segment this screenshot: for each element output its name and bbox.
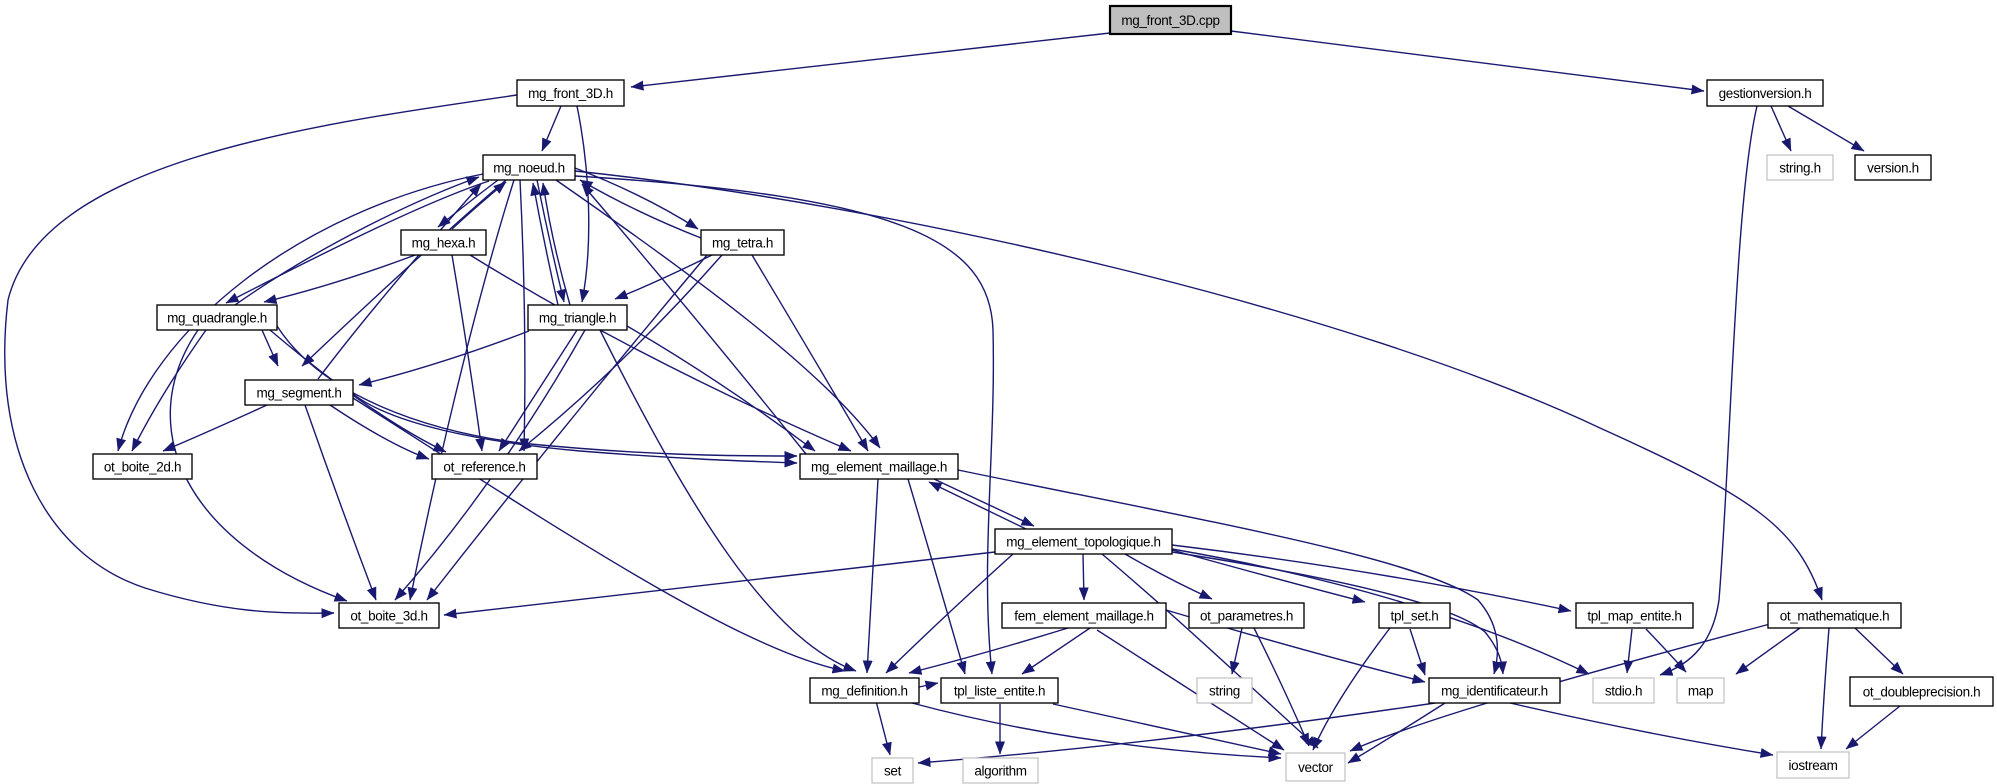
svg-text:mg_front_3D.h: mg_front_3D.h bbox=[528, 86, 613, 101]
svg-text:fem_element_maillage.h: fem_element_maillage.h bbox=[1014, 609, 1153, 624]
svg-text:mg_quadrangle.h: mg_quadrangle.h bbox=[167, 311, 267, 326]
svg-text:string: string bbox=[1209, 684, 1240, 699]
svg-text:mg_segment.h: mg_segment.h bbox=[256, 386, 341, 401]
svg-text:string.h: string.h bbox=[1779, 161, 1820, 176]
svg-text:ot_doubleprecision.h: ot_doubleprecision.h bbox=[1863, 685, 1981, 700]
svg-text:mg_noeud.h: mg_noeud.h bbox=[493, 161, 565, 176]
svg-text:gestionversion.h: gestionversion.h bbox=[1719, 86, 1812, 101]
svg-text:mg_hexa.h: mg_hexa.h bbox=[412, 236, 476, 251]
svg-text:ot_parametres.h: ot_parametres.h bbox=[1200, 609, 1293, 624]
svg-text:tpl_map_entite.h: tpl_map_entite.h bbox=[1587, 609, 1681, 624]
svg-text:tpl_liste_entite.h: tpl_liste_entite.h bbox=[954, 684, 1045, 699]
svg-text:mg_definition.h: mg_definition.h bbox=[821, 684, 907, 699]
svg-text:mg_element_topologique.h: mg_element_topologique.h bbox=[1006, 535, 1160, 550]
svg-text:mg_tetra.h: mg_tetra.h bbox=[712, 236, 773, 251]
svg-text:version.h: version.h bbox=[1867, 161, 1919, 176]
svg-text:mg_triangle.h: mg_triangle.h bbox=[539, 311, 616, 326]
svg-text:ot_boite_3d.h: ot_boite_3d.h bbox=[350, 609, 427, 624]
svg-text:ot_reference.h: ot_reference.h bbox=[443, 460, 525, 475]
svg-text:algorithm: algorithm bbox=[974, 764, 1026, 779]
svg-text:vector: vector bbox=[1298, 760, 1334, 775]
svg-text:map: map bbox=[1688, 684, 1713, 699]
svg-text:mg_element_maillage.h: mg_element_maillage.h bbox=[811, 460, 947, 475]
svg-text:set: set bbox=[884, 764, 902, 779]
svg-text:stdio.h: stdio.h bbox=[1605, 684, 1642, 699]
svg-text:ot_boite_2d.h: ot_boite_2d.h bbox=[104, 460, 181, 475]
svg-text:tpl_set.h: tpl_set.h bbox=[1391, 609, 1439, 624]
svg-text:ot_mathematique.h: ot_mathematique.h bbox=[1780, 609, 1890, 624]
svg-text:iostream: iostream bbox=[1789, 758, 1838, 773]
svg-text:mg_front_3D.cpp: mg_front_3D.cpp bbox=[1121, 13, 1219, 28]
svg-text:mg_identificateur.h: mg_identificateur.h bbox=[1441, 684, 1548, 699]
